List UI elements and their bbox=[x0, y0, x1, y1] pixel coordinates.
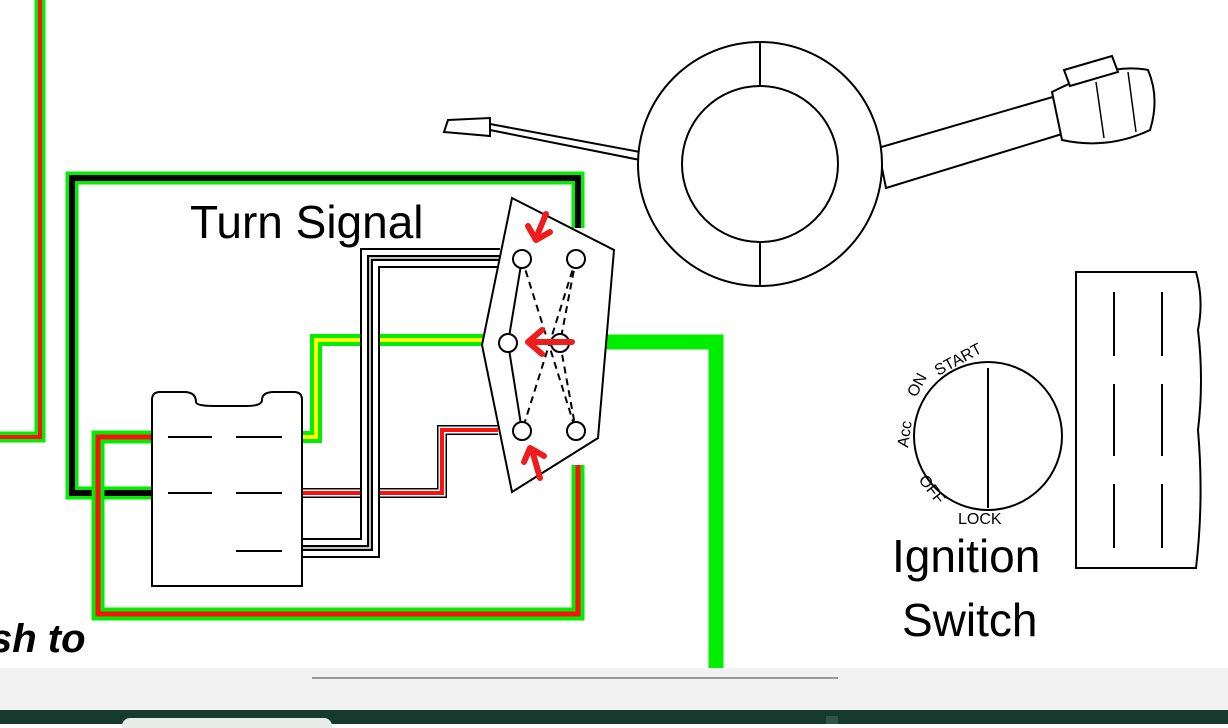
taskbar-app-icon[interactable] bbox=[826, 716, 838, 724]
ignition-title-line2: Switch bbox=[902, 594, 1037, 646]
taskbar-search-pill[interactable] bbox=[122, 718, 332, 728]
ignition-key-cylinder bbox=[913, 361, 1063, 511]
white-black-wire-bundle bbox=[302, 248, 500, 558]
ignition-title-line1: Ignition bbox=[892, 530, 1040, 582]
green-yellow-wire bbox=[302, 334, 500, 443]
partial-caption-text: sh to bbox=[0, 617, 86, 661]
viewer-bottom-strip bbox=[0, 668, 1228, 710]
horizontal-scrollbar[interactable] bbox=[312, 677, 838, 679]
connector-block bbox=[151, 391, 303, 587]
steering-column-assembly bbox=[442, 41, 1156, 287]
ignition-switch-body bbox=[1075, 271, 1202, 569]
wiring-diagram: Turn Signal sh to START ON Acc OFF LOCK … bbox=[0, 0, 1202, 668]
green-red-loop-wire bbox=[91, 430, 585, 621]
green-wire-right bbox=[598, 334, 724, 668]
ignition-position-acc: Acc bbox=[895, 420, 916, 449]
left-green-red-wire bbox=[0, 0, 46, 443]
ignition-position-lock: LOCK bbox=[958, 511, 1002, 528]
red-arrow-annotations bbox=[521, 211, 575, 481]
turn-signal-label: Turn Signal bbox=[190, 196, 424, 248]
white-red-wire bbox=[302, 425, 498, 498]
